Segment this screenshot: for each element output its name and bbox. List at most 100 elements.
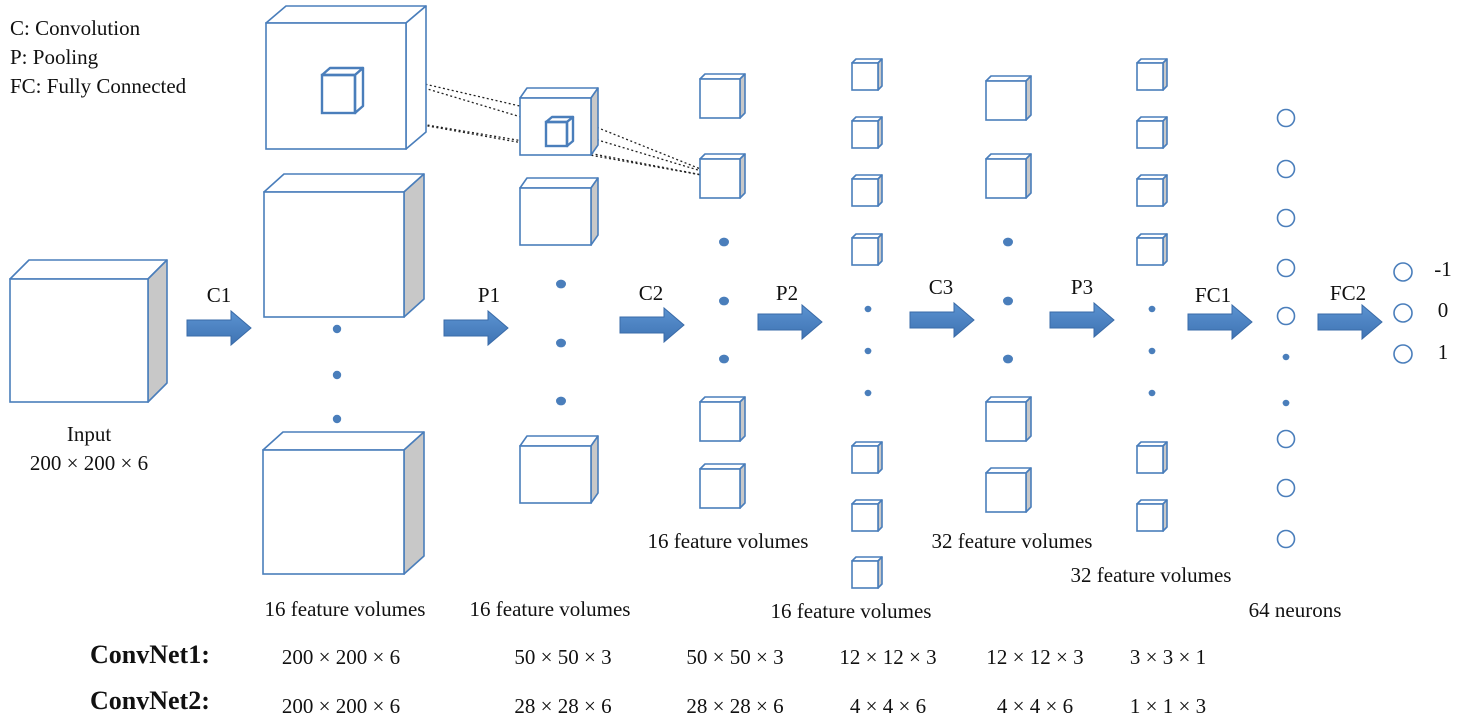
fc1-neuron	[1276, 208, 1296, 228]
layer-arrows	[186, 301, 1383, 347]
fc1-neuron	[1276, 529, 1296, 549]
layer-arrow	[909, 301, 975, 339]
convnet2-value: 4 × 4 × 6	[997, 694, 1073, 718]
ellipsis-dot	[1003, 296, 1013, 306]
p3-volume	[1136, 233, 1168, 266]
input-label: Input	[67, 422, 111, 446]
arrow-label-p3: P3	[1071, 275, 1093, 299]
ellipsis-dot	[864, 347, 872, 355]
feature-volumes	[9, 5, 1413, 589]
p2-volume	[851, 233, 883, 266]
p2-volume	[851, 441, 883, 474]
ellipsis-dot	[1282, 399, 1290, 407]
p3-volume	[1136, 116, 1168, 149]
ellipsis-dot	[719, 237, 729, 247]
fc1-neuron	[1276, 159, 1296, 179]
c1-volume	[262, 431, 425, 575]
c1-volume	[263, 173, 425, 318]
output-label-neg1: -1	[1434, 257, 1452, 281]
ellipsis-dot	[1282, 353, 1290, 361]
feature-label-p1: 16 feature volumes	[470, 597, 631, 621]
feature-label-fc1: 64 neurons	[1249, 598, 1342, 622]
fc1-neuron	[1276, 478, 1296, 498]
output-label-0: 0	[1438, 298, 1449, 322]
p1-volume	[519, 435, 599, 504]
convnet1-label: ConvNet1:	[90, 640, 210, 669]
layer-arrow	[443, 309, 509, 347]
c2-volume	[699, 73, 746, 119]
feature-label-c2: 16 feature volumes	[648, 529, 809, 553]
fc1-neuron	[1276, 306, 1296, 326]
convnet1-value: 3 × 3 × 1	[1130, 645, 1206, 669]
ellipsis-dot	[332, 324, 342, 334]
legend-convolution: C: Convolution	[10, 16, 141, 40]
p2-volume	[851, 58, 883, 91]
p2-volume	[851, 174, 883, 207]
output-neuron	[1393, 303, 1413, 323]
layer-arrow	[1187, 303, 1253, 341]
convnet1-value: 200 × 200 × 6	[282, 645, 400, 669]
ellipsis-dot	[1148, 389, 1156, 397]
arrow-label-fc1: FC1	[1195, 283, 1231, 307]
arrow-label-fc2: FC2	[1330, 281, 1366, 305]
layer-arrow	[619, 306, 685, 344]
p1-volume	[519, 177, 599, 246]
feature-label-p2: 16 feature volumes	[771, 599, 932, 623]
convnet2-value: 1 × 1 × 3	[1130, 694, 1206, 718]
ellipsis-dot	[864, 305, 872, 313]
p2-volume	[851, 499, 883, 532]
ellipsis-dot	[719, 296, 729, 306]
c3-volume	[985, 153, 1032, 199]
c1-volume	[265, 5, 427, 150]
arrow-label-p2: P2	[776, 281, 798, 305]
fc1-neuron	[1276, 258, 1296, 278]
ellipsis-dot	[556, 279, 566, 289]
layer-arrow	[186, 309, 252, 347]
layer-arrow	[1049, 301, 1115, 339]
ellipsis-dot	[719, 354, 729, 364]
convnet1-value: 12 × 12 × 3	[839, 645, 936, 669]
p3-volume	[1136, 441, 1168, 474]
arrow-label-c1: C1	[207, 283, 232, 307]
c2-volume	[699, 153, 746, 199]
output-neuron	[1393, 344, 1413, 364]
convnet1-value: 50 × 50 × 3	[514, 645, 611, 669]
c2-volume	[699, 396, 746, 442]
arrow-label-c3: C3	[929, 275, 954, 299]
output-label-1: 1	[1438, 340, 1449, 364]
ellipsis-dot	[556, 396, 566, 406]
p3-volume	[1136, 58, 1168, 91]
c3-volume	[985, 396, 1032, 442]
arrow-label-p1: P1	[478, 283, 500, 307]
layer-arrow	[1317, 303, 1383, 341]
feature-label-p3: 32 feature volumes	[1071, 563, 1232, 587]
layer-arrow	[757, 303, 823, 341]
p3-volume	[1136, 174, 1168, 207]
ellipsis-dot	[1003, 237, 1013, 247]
ellipsis-dot	[864, 389, 872, 397]
legend: C: Convolution P: Pooling FC: Fully Conn…	[10, 14, 186, 101]
ellipsis-dot	[1148, 305, 1156, 313]
input-volume	[9, 259, 168, 403]
input-dims: 200 × 200 × 6	[30, 451, 148, 475]
p3-volume	[1136, 499, 1168, 532]
legend-fully-connected: FC: Fully Connected	[10, 74, 187, 98]
feature-label-c3: 32 feature volumes	[932, 529, 1093, 553]
convnet2-label: ConvNet2:	[90, 686, 210, 715]
fc1-neuron	[1276, 429, 1296, 449]
ellipsis-dot	[1148, 347, 1156, 355]
convnet2-value: 28 × 28 × 6	[686, 694, 783, 718]
ellipsis-dot	[332, 414, 342, 424]
convnet2-value: 4 × 4 × 6	[850, 694, 926, 718]
arrow-label-c2: C2	[639, 281, 664, 305]
receptive-field-cube	[320, 66, 365, 115]
convnet1-value: 50 × 50 × 3	[686, 645, 783, 669]
receptive-field-cube	[544, 115, 575, 148]
p2-volume	[851, 556, 883, 589]
c3-volume	[985, 75, 1032, 121]
fc1-neuron	[1276, 108, 1296, 128]
ellipsis-dot	[1003, 354, 1013, 364]
p2-volume	[851, 116, 883, 149]
